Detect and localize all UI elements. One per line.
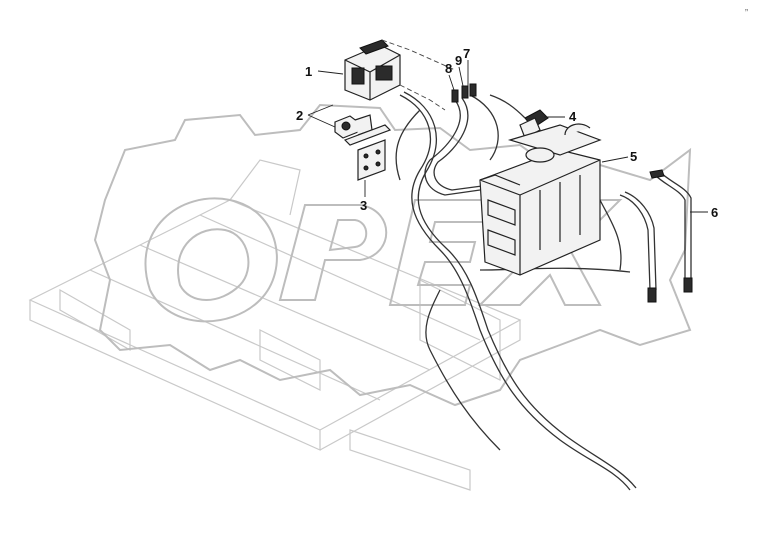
valve-block (344, 39, 456, 111)
leader-lines (307, 60, 708, 213)
callout-6: 6 (711, 205, 718, 220)
callout-5: 5 (630, 149, 637, 164)
callout-3: 3 (360, 198, 367, 213)
callout-1: 1 (305, 64, 312, 79)
callout-labels: 1 2 3 4 5 6 7 8 9 (296, 46, 718, 220)
corner-mark: „ (745, 2, 748, 12)
hose-lines (395, 91, 637, 491)
expansion-tank (479, 123, 602, 276)
callout-9: 9 (455, 53, 462, 68)
wiring-connector (489, 94, 549, 139)
fitting (334, 114, 373, 139)
chassis-frame (28, 159, 522, 491)
hose-fittings (451, 83, 477, 103)
callout-4: 4 (569, 109, 577, 124)
watermark-logo (93, 103, 692, 407)
mounting-bracket (343, 124, 392, 181)
callout-2: 2 (296, 108, 303, 123)
callout-7: 7 (463, 46, 470, 61)
callout-8: 8 (445, 61, 452, 76)
hose-assembly (619, 169, 693, 303)
